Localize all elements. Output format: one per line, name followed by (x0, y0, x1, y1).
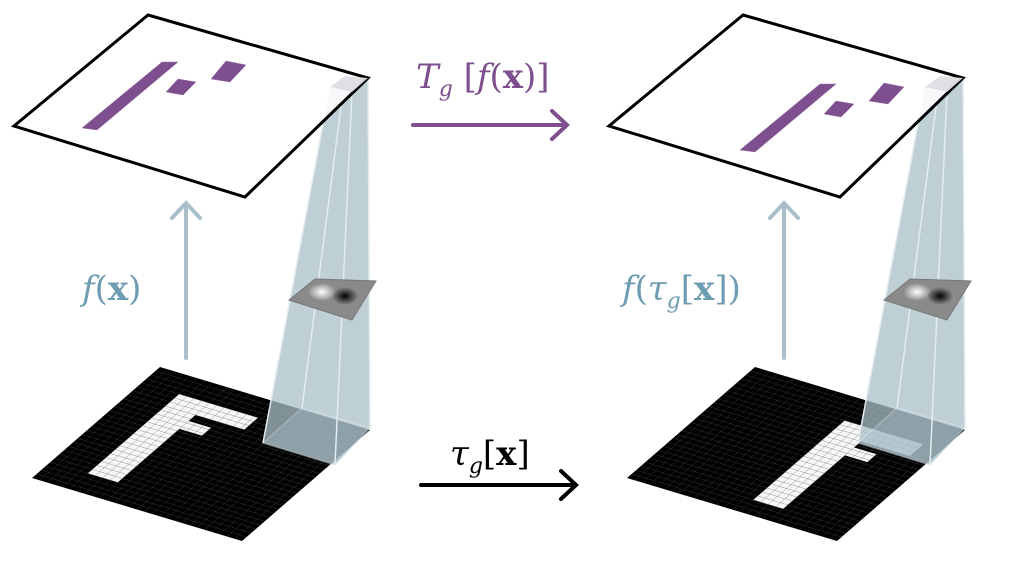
kernel-positive-lobe (308, 283, 336, 301)
feature-activation (739, 83, 837, 153)
feature-map-plane (605, 13, 966, 199)
label-feature-map-left: f(x) (79, 269, 141, 309)
grid-line (686, 426, 897, 490)
feature-activation (823, 100, 855, 118)
grid-line (59, 453, 270, 518)
label-feature-map-right: f(τg[x]) (619, 269, 741, 314)
feature-map-plane (10, 13, 371, 199)
feature-activation (210, 60, 247, 83)
frustum-edge (962, 77, 966, 429)
receptive-field-top (925, 76, 963, 92)
output-transform-arrow (411, 109, 570, 141)
right-panel (605, 13, 972, 541)
grid-line (41, 469, 252, 534)
label-input-transform: τg[x] (450, 434, 530, 479)
kernel-negative-lobe (927, 287, 953, 305)
frustum-edge (896, 75, 941, 409)
grid-line (54, 457, 265, 522)
grid-line (86, 430, 297, 494)
frustum-edge (367, 77, 371, 429)
grid-line (73, 442, 284, 506)
frustum-edge (857, 86, 926, 444)
letter-f-stroke (149, 411, 212, 436)
feature-activation (81, 61, 179, 131)
grid-line (77, 438, 288, 502)
receptive-field-frustum (263, 78, 370, 465)
grid-line (681, 430, 892, 494)
grid-line (668, 442, 879, 506)
grid-line (45, 465, 256, 530)
grid-line (672, 438, 883, 502)
frustum-edge (334, 91, 353, 466)
frustum-edge (301, 75, 346, 409)
grid-line (690, 422, 902, 486)
grid-line (649, 457, 860, 522)
left-panel (10, 13, 377, 541)
grid-line (640, 465, 851, 530)
grid-line (36, 473, 247, 538)
frustum-edge (929, 91, 948, 466)
grid-line (663, 446, 874, 510)
receptive-field-top (330, 76, 368, 92)
grid-line (63, 450, 275, 514)
input-transform-arrow (419, 469, 579, 501)
grid-line (645, 461, 856, 526)
feature-arrow-right (768, 200, 800, 360)
frustum-edge (262, 86, 331, 444)
grid-line (636, 469, 847, 534)
grid-line (658, 450, 870, 514)
grid-line (677, 434, 888, 498)
grid-line (50, 461, 261, 526)
grid-line (82, 434, 293, 498)
feature-activation (165, 78, 197, 96)
grid-line (68, 446, 279, 510)
grid-line (739, 400, 868, 512)
letter-f-stroke (165, 394, 258, 430)
grid-line (95, 422, 307, 486)
label-transformed-features: Tg [f(x)] (416, 57, 550, 102)
grid-line (144, 400, 273, 512)
receptive-field-frustum (858, 78, 965, 465)
grid-line (746, 402, 876, 515)
grid-line (654, 453, 865, 518)
grid-line (91, 426, 302, 490)
feature-activation (868, 82, 905, 105)
grid-line (631, 473, 842, 538)
grid-line (151, 402, 281, 515)
letter-f-stroke (814, 438, 877, 463)
kernel-positive-lobe (903, 283, 931, 301)
feature-arrow-left (170, 200, 202, 360)
kernel-negative-lobe (332, 287, 358, 305)
